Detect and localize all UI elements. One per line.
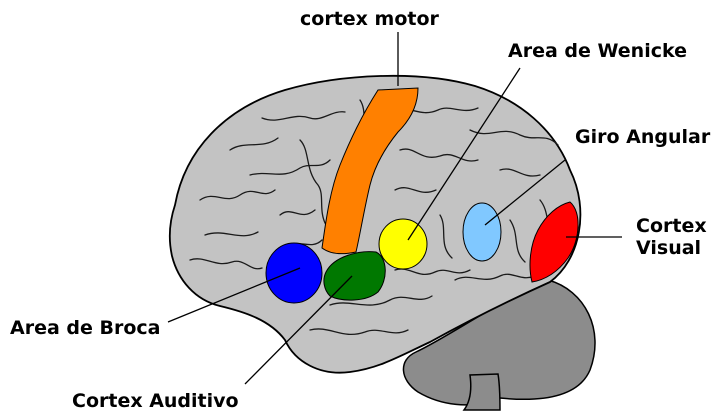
visual-cortex-label-line1: Cortex (636, 215, 707, 237)
wernicke-area-label: Area de Wenicke (508, 40, 687, 62)
broca-area-label: Area de Broca (10, 317, 161, 339)
angular-gyrus-label: Giro Angular (575, 126, 711, 148)
visual-cortex-label-line2: Visual (636, 237, 701, 259)
motor-cortex-label: cortex motor (300, 8, 440, 30)
auditory-cortex-label: Cortex Auditivo (72, 390, 239, 412)
broca-area (266, 243, 322, 303)
wernicke-area (379, 219, 427, 269)
angular-gyrus-area (463, 203, 501, 261)
